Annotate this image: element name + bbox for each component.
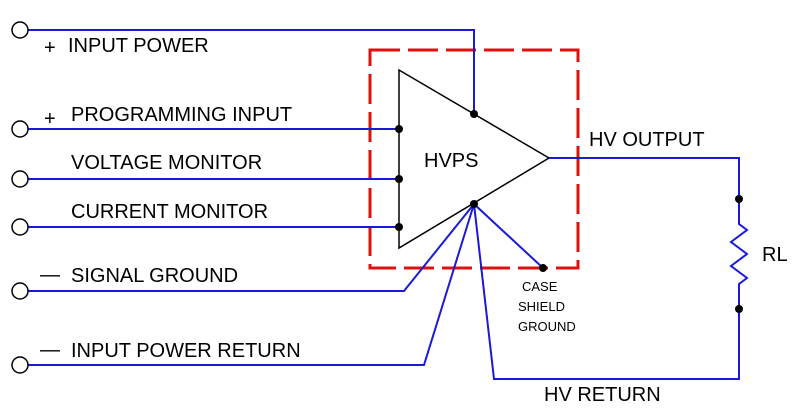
terminal-current-monitor — [11, 218, 29, 236]
case-label: CASE — [522, 279, 558, 294]
wires — [28, 29, 749, 380]
junction-programming-input — [395, 125, 403, 133]
input-power-return-sign: — — [40, 339, 60, 361]
signal-ground-sign: — — [40, 264, 60, 286]
wire-hv-return — [473, 203, 740, 380]
shield-label: SHIELD — [518, 299, 565, 314]
resistor-rl — [729, 199, 749, 309]
junction-ground-common — [470, 200, 478, 208]
input-power-label: INPUT POWER — [68, 35, 209, 57]
input-power-sign: + — [44, 37, 56, 59]
hvps-label: HVPS — [424, 150, 478, 172]
junction-rl-top — [735, 195, 743, 203]
terminal-input-power-return — [11, 356, 29, 374]
junction-current-monitor — [395, 223, 403, 231]
terminal-programming-input — [11, 120, 29, 138]
junction-rl-bottom — [735, 305, 743, 313]
voltage-monitor-label: VOLTAGE MONITOR — [71, 152, 262, 174]
ground-label: GROUND — [518, 319, 576, 334]
terminal-signal-ground — [11, 282, 29, 300]
rl-label: RL — [762, 244, 788, 266]
wire-case-shield-ground — [473, 203, 544, 269]
junction-case-shield-ground — [539, 264, 547, 272]
programming-input-label: PROGRAMMING INPUT — [71, 104, 292, 126]
terminal-input-power — [11, 21, 29, 39]
wire-signal-ground — [28, 203, 475, 292]
terminals — [11, 21, 29, 374]
current-monitor-label: CURRENT MONITOR — [71, 201, 268, 223]
hv-output-label: HV OUTPUT — [589, 129, 705, 151]
junction-dots — [395, 110, 743, 313]
terminal-voltage-monitor — [11, 170, 29, 188]
wire-input-power — [28, 29, 475, 114]
wire-input-power-return — [28, 203, 475, 366]
signal-ground-label: SIGNAL GROUND — [71, 265, 238, 287]
wire-hv-output — [549, 157, 740, 199]
junction-voltage-monitor — [395, 175, 403, 183]
input-power-return-label: INPUT POWER RETURN — [71, 340, 301, 362]
hv-return-label: HV RETURN — [544, 384, 661, 406]
junction-input-power — [470, 110, 478, 118]
programming-input-sign: + — [44, 108, 56, 130]
